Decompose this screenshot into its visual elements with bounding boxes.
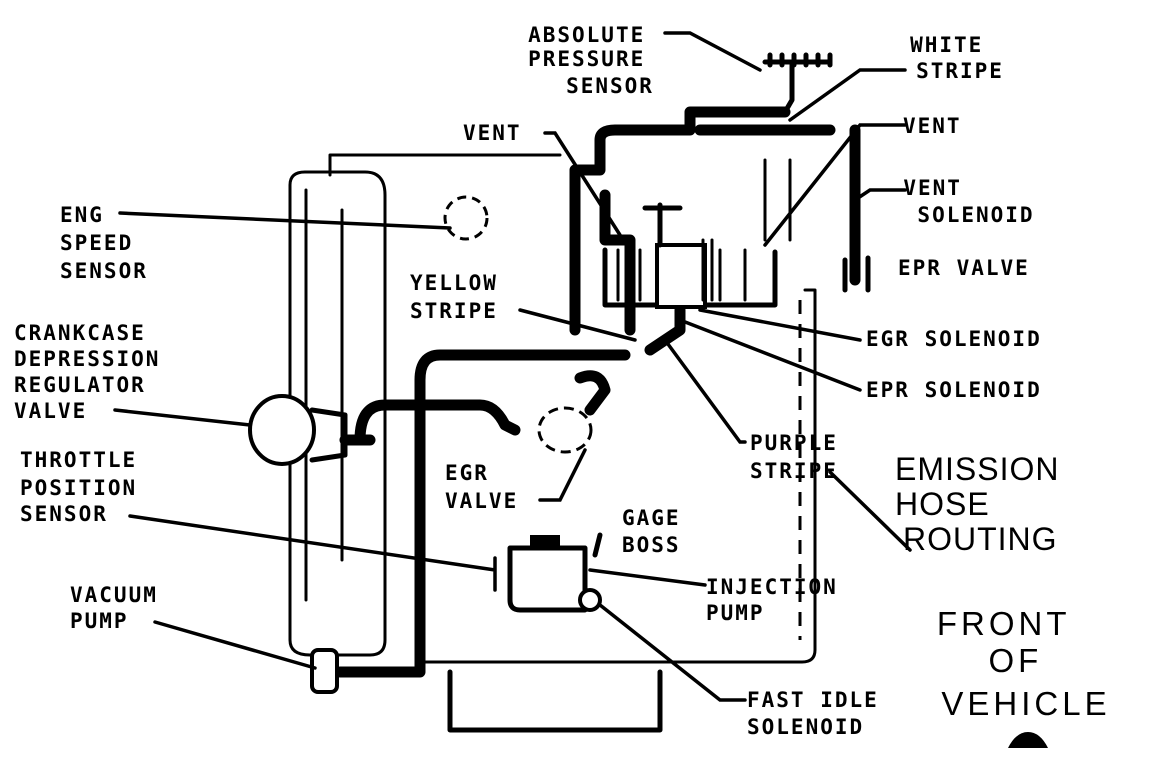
vent-right-label: VENT xyxy=(903,114,962,138)
vacuum-pump-part xyxy=(310,648,339,694)
diagram-title: EMISSION HOSE ROUTING xyxy=(895,451,1069,557)
epr-valve-part xyxy=(842,255,871,293)
white-stripe-label: WHITE STRIPE xyxy=(910,33,1004,83)
vent-left-label: VENT xyxy=(463,121,522,145)
throttle-position-sensor-label: THROTTLE POSITION SENSOR xyxy=(20,448,152,526)
eng-speed-sensor-label: ENG SPEED SENSOR xyxy=(60,203,148,283)
engine-outline xyxy=(288,153,817,733)
crankcase-regulator-valve-part xyxy=(248,394,376,466)
gage-boss-label: GAGE BOSS xyxy=(622,506,695,557)
solenoid-block xyxy=(602,158,792,309)
purple-stripe-label: PURPLE STRIPE xyxy=(750,431,853,483)
injection-pump-part xyxy=(507,532,603,613)
fast-idle-solenoid-label: FAST IDLE SOLENOID xyxy=(747,688,893,739)
front-arrow-icon xyxy=(1008,732,1048,748)
front-of-vehicle-label: FRONT OF VEHICLE xyxy=(937,605,1111,722)
injection-pump-label: INJECTION PUMP xyxy=(706,575,852,625)
labels: ABSOLUTE PRESSURE SENSOR WHITE STRIPE VE… xyxy=(14,23,1111,739)
egr-valve-label: EGR VALVE xyxy=(445,461,518,513)
crankcase-depression-regulator-valve-label: CRANKCASE DEPRESSION REGULATOR VALVE xyxy=(14,321,175,423)
absolute-pressure-sensor-part xyxy=(762,52,833,115)
vent-solenoid-label: VENT SOLENOID xyxy=(903,176,1034,227)
epr-solenoid-label: EPR SOLENOID xyxy=(866,378,1042,402)
absolute-pressure-sensor-label: ABSOLUTE PRESSURE SENSOR xyxy=(528,23,660,98)
vacuum-pump-label: VACUUM PUMP xyxy=(70,583,173,633)
leader-lines xyxy=(113,31,912,702)
egr-solenoid-label: EGR SOLENOID xyxy=(866,327,1042,351)
egr-valve-part xyxy=(537,406,593,454)
epr-valve-label: EPR VALVE xyxy=(898,256,1030,280)
hoses xyxy=(334,106,861,678)
yellow-stripe-label: YELLOW STRIPE xyxy=(410,271,513,323)
